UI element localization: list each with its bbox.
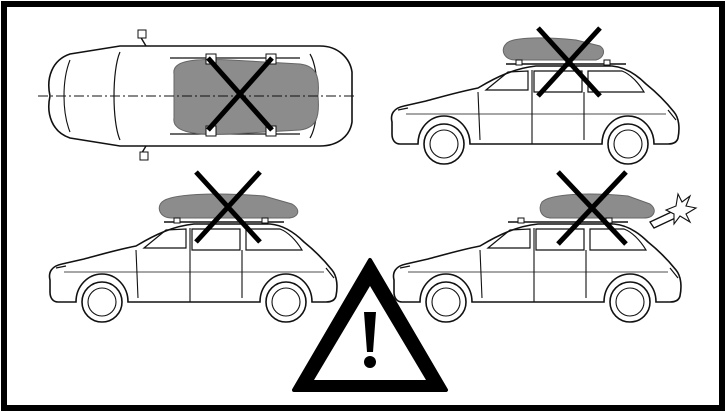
- roof-box-top: [174, 60, 319, 135]
